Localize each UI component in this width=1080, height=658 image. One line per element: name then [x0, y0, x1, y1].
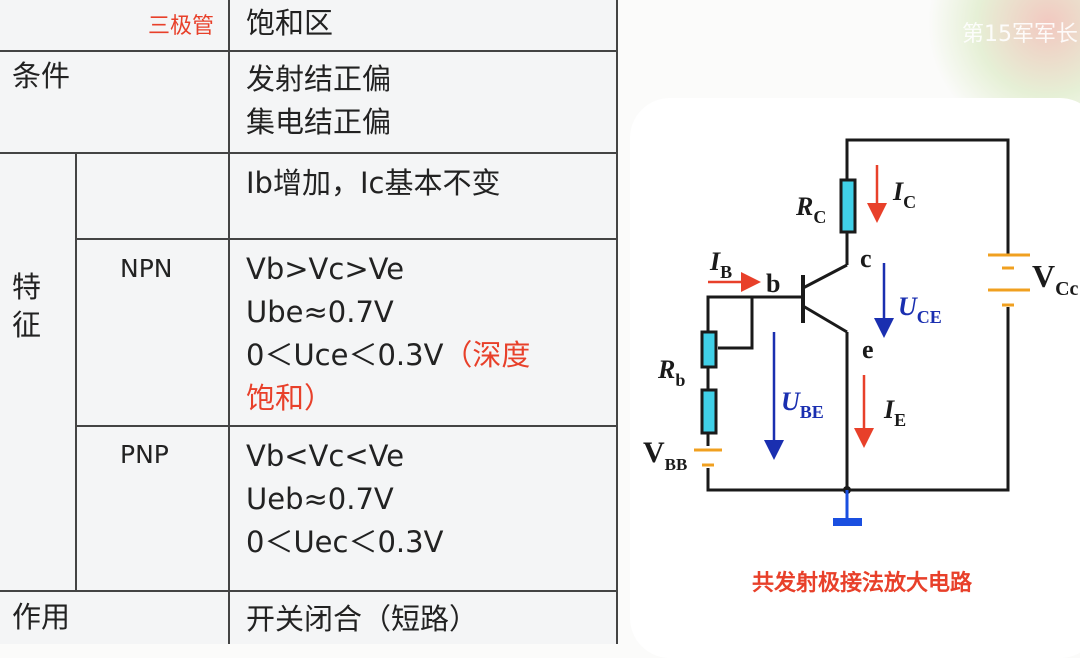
pnp-condition: 0＜Uec＜0.3V: [246, 525, 444, 559]
vcc-battery: [988, 253, 1030, 307]
npn-note: （深度: [443, 338, 531, 372]
npn-condition: 0＜Uce＜0.3V: [246, 338, 444, 372]
vcc-label: VCc: [1032, 258, 1079, 300]
pnp-condition: Ueb≈0.7V: [246, 482, 394, 516]
emitter-label: e: [862, 335, 874, 364]
watermark: 第15军军长: [962, 22, 1078, 47]
saturation-region-table: 三极管 饱和区 条件 发射结正偏 集电结正偏 特征 Ib增加，Ic基本不变 NP…: [0, 0, 618, 644]
ground-symbol: [833, 490, 862, 526]
uce-label: UCE: [898, 292, 942, 327]
rc-label: RC: [795, 192, 826, 227]
npn-condition: Vb>Vc>Ve: [246, 252, 405, 286]
current-voltage-arrows: [708, 165, 894, 460]
rc-resistor: [839, 178, 857, 234]
npn-condition: Ube≈0.7V: [246, 295, 394, 329]
condition-line: 集电结正偏: [246, 105, 392, 139]
condition-line: 发射结正偏: [246, 62, 392, 96]
ube-label: UBE: [781, 387, 824, 422]
collector-label: c: [860, 244, 872, 273]
ie-label: IE: [883, 395, 906, 430]
npn-note: 饱和）: [246, 381, 334, 415]
circuit-caption: 共发射极接法放大电路: [752, 571, 973, 596]
rb-resistor: [700, 388, 718, 435]
wires: [706, 138, 1010, 492]
vbb-label: VBB: [643, 436, 687, 474]
rb-potentiometer: [700, 330, 718, 369]
function-value: 开关闭合（短路）: [246, 602, 479, 636]
vbb-battery: [694, 448, 722, 467]
ic-label: IC: [892, 177, 916, 212]
rb-label: Rb: [657, 355, 685, 390]
npn-label: NPN: [120, 254, 173, 283]
base-label: b: [766, 269, 780, 298]
function-label: 作用: [12, 600, 71, 634]
table-corner-header: 三极管: [148, 14, 215, 39]
features-label: 特征: [12, 270, 42, 342]
features-general: Ib增加，Ic基本不变: [246, 166, 501, 200]
pnp-condition: Vb<Vc<Ve: [246, 439, 405, 473]
common-emitter-circuit-diagram: RC IC IB b c e IE Rb VBB VCc UCE UBE: [643, 138, 1079, 526]
condition-label: 条件: [12, 59, 71, 93]
region-header: 饱和区: [246, 6, 334, 40]
pnp-label: PNP: [120, 440, 169, 469]
ib-label: IB: [709, 247, 732, 282]
